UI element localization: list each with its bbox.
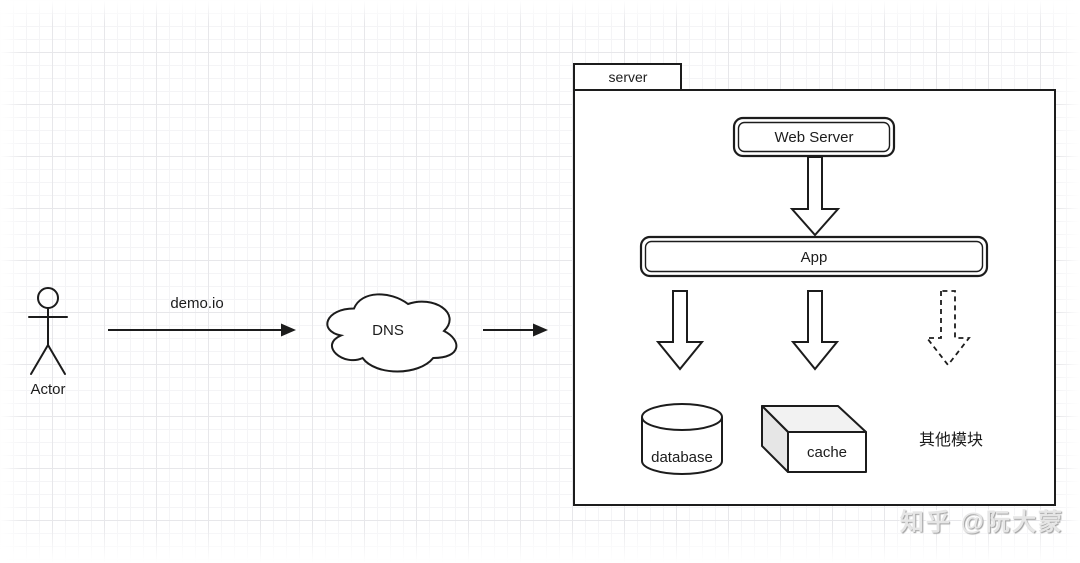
dns-label: DNS (372, 322, 404, 339)
web-server-label: Web Server (775, 129, 854, 146)
actor-label: Actor (30, 381, 65, 398)
database-cylinder-icon (641, 403, 723, 475)
app-node: App (639, 235, 989, 278)
cache-cube-icon (761, 405, 867, 473)
webserver-to-app-arrow (789, 156, 841, 237)
watermark: 知乎 @阮大蒙 (899, 509, 1064, 536)
server-group-label: server (609, 69, 648, 85)
request-arrow (108, 323, 296, 337)
request-arrow-label: demo.io (170, 295, 223, 312)
app-to-database-arrow (655, 290, 705, 371)
dns-cloud-icon (326, 293, 458, 373)
arrowhead-icon (281, 323, 296, 337)
app-label: App (801, 249, 828, 266)
app-to-other-modules-arrow (925, 290, 971, 367)
database-label: database (651, 449, 713, 466)
web-server-node: Web Server (732, 116, 896, 158)
arrowhead-icon (533, 323, 548, 337)
actor-icon (28, 287, 68, 375)
other-modules-label: 其他模块 (919, 431, 983, 449)
dns-to-server-arrow (483, 323, 548, 337)
app-to-cache-arrow (790, 290, 840, 371)
cache-label: cache (807, 444, 847, 461)
